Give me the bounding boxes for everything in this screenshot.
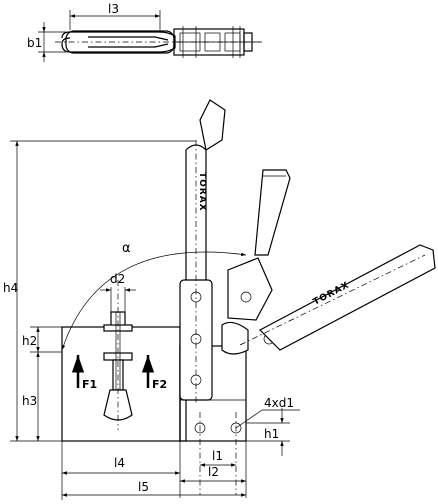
dim-h3: h3	[22, 394, 37, 408]
dim-h4: h4	[3, 281, 18, 295]
clamp-arm-open-top	[199, 99, 226, 151]
angle-alpha: α	[122, 241, 131, 256]
dim-holes-4xd1: 4xd1	[264, 396, 294, 410]
force-f2: F2	[152, 378, 167, 391]
dim-b1: b1	[27, 36, 42, 50]
front-view: d2 F1 F2 TORAX TORAX α	[3, 99, 436, 500]
handle-open	[254, 169, 291, 256]
dim-l4: l4	[114, 456, 125, 470]
force-f1: F1	[82, 378, 97, 391]
dim-h2: h2	[22, 334, 37, 348]
mounting-hole	[230, 422, 242, 434]
dim-h1: h1	[264, 427, 279, 441]
brand-label-vertical: TORAX	[197, 172, 207, 212]
dim-l2: l2	[208, 465, 219, 479]
clamp-lever-horizontal	[259, 244, 436, 351]
dim-l5: l5	[138, 480, 149, 494]
mounting-hole	[194, 422, 206, 434]
dim-l3: l3	[108, 2, 119, 16]
top-view: l3 b1	[27, 2, 262, 62]
dim-l1: l1	[212, 449, 223, 463]
